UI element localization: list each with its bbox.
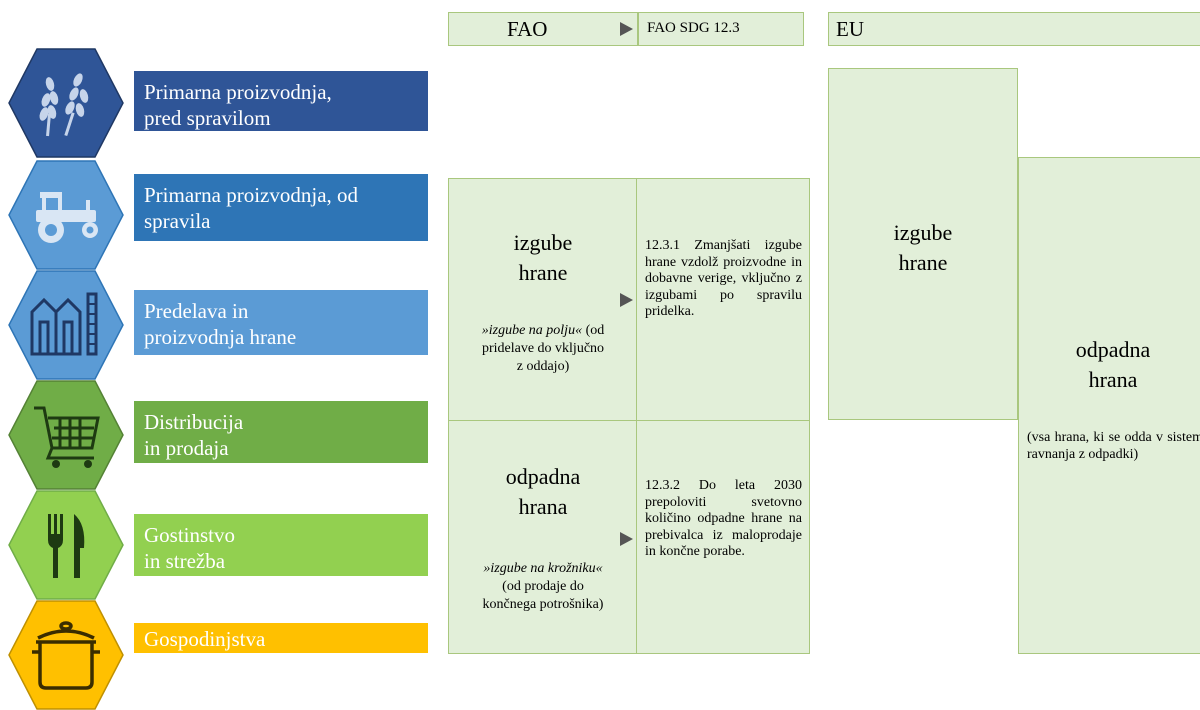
stage-label-line1: Distribucija [144,410,244,434]
stage-label-line1: Gostinstvo [144,523,236,547]
stage-label-line2: spravila [144,209,211,233]
stage-label-line1: Predelava in [144,299,249,323]
stage-label-line2: in strežba [144,549,226,573]
target-1-arrow-icon [620,293,633,307]
eu-header-label: EU [836,17,864,41]
shopping-cart-icon [8,380,124,490]
eu-food-waste-title: odpadna hrana [1075,337,1151,392]
stage-processing: Predelava in proizvodnja hrane [134,290,428,355]
sdg-target-2-text: 12.3.2 Do leta 2030 prepoloviti svetovno… [645,478,802,559]
fao-food-waste-box [448,420,638,654]
factory-icon [8,270,124,380]
fao-food-loss-title: izgube hrane [513,230,573,285]
wheat-icon [8,48,124,158]
stage-label-line1: Primarna proizvodnja, [144,80,332,104]
eu-food-waste-box [1018,157,1200,654]
cooking-pot-icon [8,600,124,710]
fao-food-loss-note: »izgube na polju« (od pridelave do vklju… [481,323,605,374]
sdg-target-1-box [636,178,810,422]
header-divider [637,12,639,46]
stage-label-line2: proizvodnja hrane [144,325,297,349]
fao-food-waste-note: »izgube na krožniku« (od prodaje do konč… [482,561,604,612]
fork-knife-icon [8,490,124,600]
stage-households: Gospodinjstva [134,623,428,653]
fao-sdg-header-label: FAO SDG 12.3 [647,20,740,36]
sdg-target-1-text: 12.3.1 Zmanjšati izgube hrane vzdolž pro… [645,238,802,319]
stage-distribution: Distribucija in prodaja [134,401,428,463]
stage-food-service: Gostinstvo in strežba [134,514,428,576]
stage-primary-post-harvest: Primarna proizvodnja, od spravila [134,174,428,241]
stage-label-line1: Gospodinjstva [144,627,266,651]
sdg-target-2-box [636,420,810,654]
target-2-arrow-icon [620,532,633,546]
eu-food-loss-title: izgube hrane [893,220,953,275]
fao-food-waste-title: odpadna hrana [505,464,581,519]
stage-primary-pre-harvest: Primarna proizvodnja, pred spravilom [134,71,428,131]
header-arrow-icon [620,22,633,36]
tractor-icon [8,160,124,270]
fao-food-loss-box [448,178,638,422]
stage-label-line1: Primarna proizvodnja, od [144,183,359,207]
stage-label-line2: in prodaja [144,436,229,460]
eu-header [828,12,1200,46]
fao-header-label: FAO [507,17,548,41]
eu-food-loss-box [828,68,1018,420]
eu-food-waste-note: (vsa hrana, ki se odda v sistem ravnanja… [1027,430,1200,462]
stage-label-line2: pred spravilom [144,106,271,130]
